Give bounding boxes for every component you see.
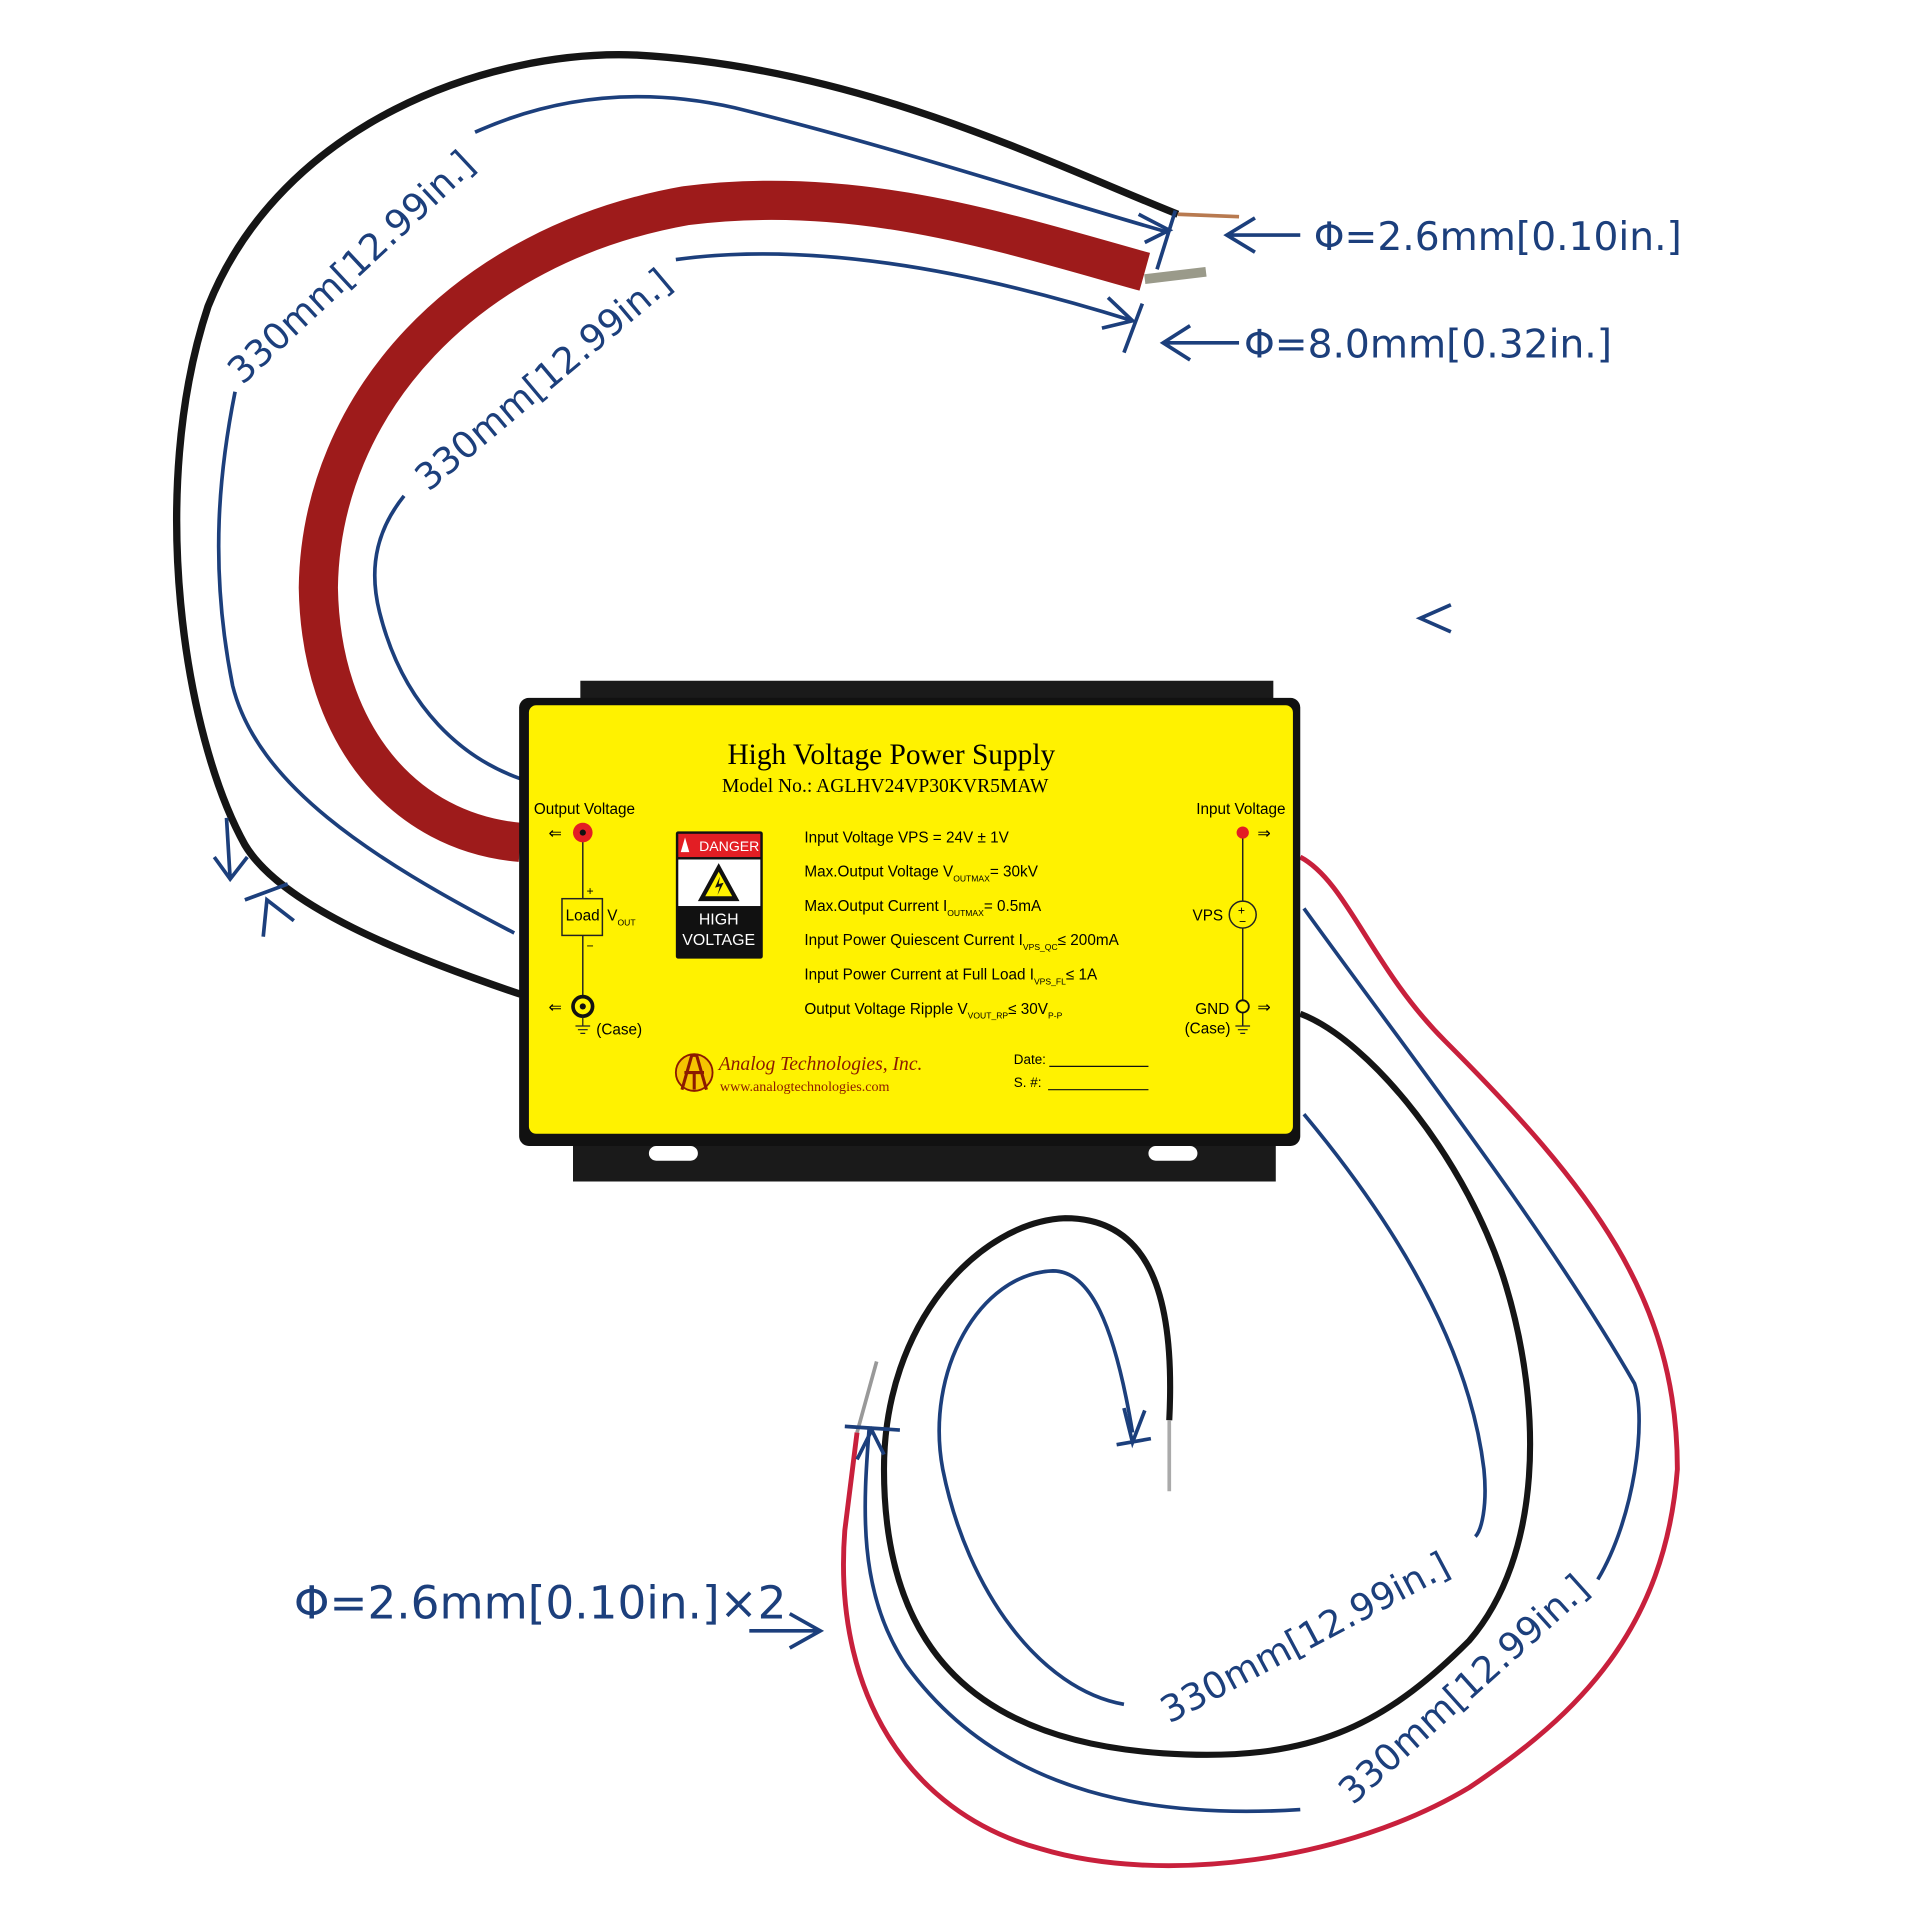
spec-line: Input Power Quiescent Current IVPS_QC≤ 2… xyxy=(804,932,1119,952)
black-hv-length-label: 330mm[12.99in.] xyxy=(219,142,483,392)
date-label: Date: xyxy=(1014,1052,1046,1067)
danger-text: DANGER xyxy=(699,838,759,854)
terminal-dot xyxy=(579,1003,586,1010)
voltage-source-icon xyxy=(1228,900,1257,929)
red-input-wire xyxy=(841,854,1680,1869)
mounting-hole xyxy=(648,1146,698,1161)
spec-line: Input Voltage VPS = 24V ± 1V xyxy=(804,829,1009,846)
red-hv-cable xyxy=(298,180,1151,862)
source-polarity: − xyxy=(1239,915,1246,929)
source-polarity: + xyxy=(1238,904,1245,918)
arrow-icon: ⇒ xyxy=(1257,826,1270,843)
spec-line: Max.Output Voltage VOUTMAX= 30kV xyxy=(804,864,1038,884)
black-hv-cable-tip xyxy=(1177,212,1240,219)
warning-icon xyxy=(680,837,690,853)
ground-icon xyxy=(1235,1025,1251,1034)
arrow-icon xyxy=(749,216,1301,1650)
output-voltage-label: Output Voltage xyxy=(534,801,635,818)
black-input-wire xyxy=(880,1010,1534,1758)
spec-line: Max.Output Current IOUTMAX= 0.5mA xyxy=(804,898,1042,918)
case-label-left: (Case) xyxy=(596,1022,642,1039)
spec-line: Output Voltage Ripple VVOUT_RP≤ 30VP-P xyxy=(804,1001,1062,1021)
plus-sign: + xyxy=(586,884,593,898)
lightning-bolt-icon xyxy=(715,876,724,896)
vps-label: VPS xyxy=(1193,908,1224,925)
case-label-right: (Case) xyxy=(1185,1020,1231,1037)
company-website: www.analogtechnologies.com xyxy=(720,1079,890,1095)
high-text: HIGH xyxy=(699,911,739,928)
voltage-text: VOLTAGE xyxy=(682,932,755,949)
black-hv-diameter-label: Φ=2.6mm[0.10in.] xyxy=(1314,215,1682,260)
red-hv-diameter-label: Φ=8.0mm[0.32in.] xyxy=(1244,323,1612,368)
arrow-icon: ⇐ xyxy=(549,1000,562,1017)
vout-label: VOUT xyxy=(607,908,636,928)
load-box xyxy=(561,897,604,937)
dimension-line-black-hv xyxy=(216,94,1170,935)
minus-sign: − xyxy=(586,939,593,953)
load-label: Load xyxy=(566,908,600,925)
arrow-icon: ⇐ xyxy=(549,826,562,843)
terminal-dot xyxy=(579,829,586,836)
company-name: Analog Technologies, Inc. xyxy=(717,1054,923,1075)
gnd-label: GND xyxy=(1195,1001,1229,1018)
arrow-icon xyxy=(212,210,1452,1461)
dimension-line-red-input xyxy=(863,907,1641,1814)
spec-line: Input Power Current at Full Load IVPS_FL… xyxy=(804,966,1098,986)
dimension-line-red-hv xyxy=(372,252,1134,781)
gnd-terminal-icon xyxy=(1235,999,1250,1014)
spec-list: Input Voltage VPS = 24V ± 1V Max.Output … xyxy=(804,829,1119,1020)
red-hv-cable-tip xyxy=(1144,266,1207,285)
black-hv-cable xyxy=(173,51,1180,998)
input-voltage-label: Input Voltage xyxy=(1196,801,1285,818)
ground-icon xyxy=(575,1016,591,1034)
company-logo-mark xyxy=(680,1053,708,1091)
input-terminal-icon xyxy=(1236,826,1249,839)
red-input-wire-tip xyxy=(855,1360,879,1433)
arrow-icon: ⇒ xyxy=(1257,1000,1270,1017)
dimension-line-black-input xyxy=(937,1112,1487,1707)
yellow-label xyxy=(528,705,1293,1134)
serial-label: S. #: xyxy=(1014,1075,1042,1090)
black-input-length-label: 330mm[12.99in.] xyxy=(1153,1543,1456,1731)
input-wire-diameter-label: Φ=2.6mm[0.10in.]×2 xyxy=(294,1577,787,1630)
danger-header xyxy=(678,833,761,858)
product-title: High Voltage Power Supply xyxy=(727,739,1055,771)
model-number: Model No.: AGLHV24VP30KVR5MAW xyxy=(722,776,1049,797)
mounting-hole xyxy=(1148,1146,1198,1161)
